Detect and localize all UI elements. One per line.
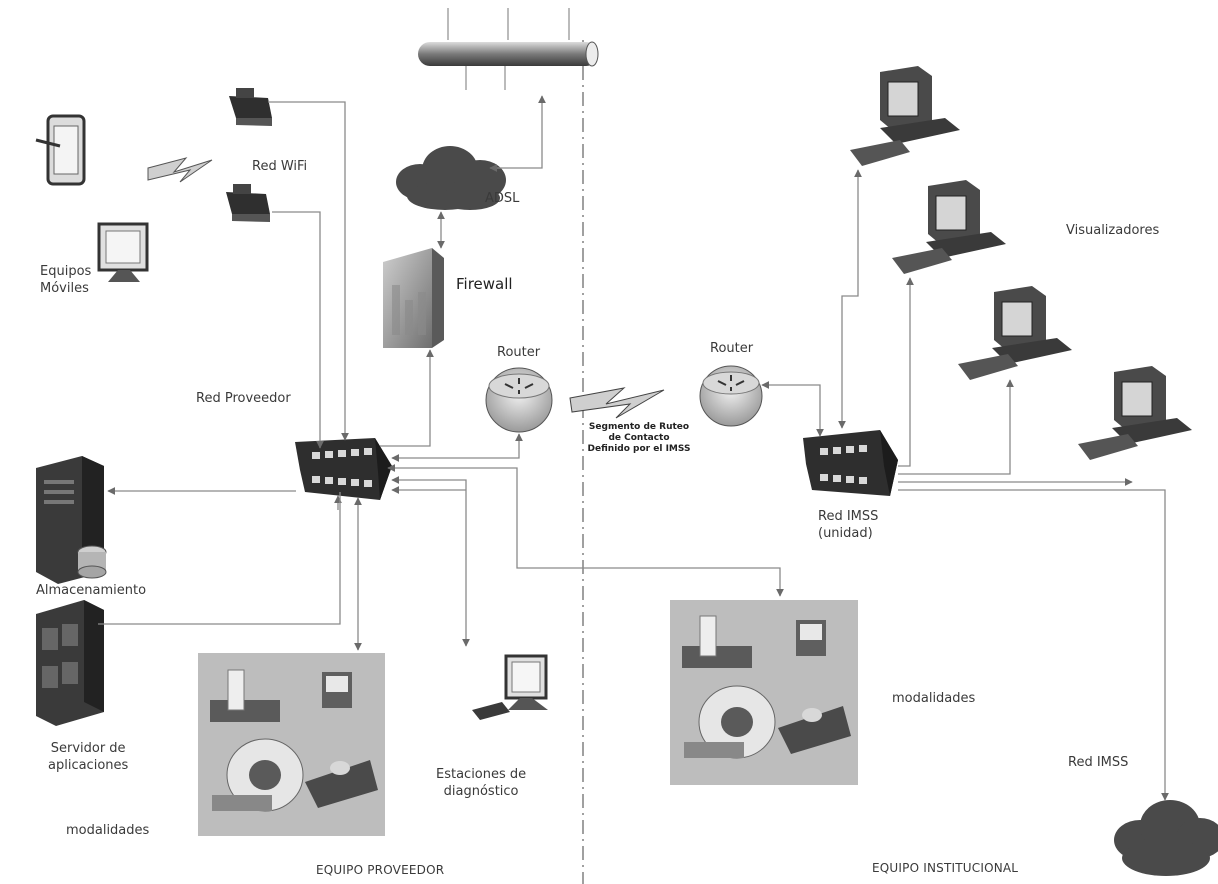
monitor-icon	[97, 222, 149, 282]
wireless-link-icon	[147, 157, 213, 183]
red-imss-unidad-label: Red IMSS (unidad)	[818, 509, 879, 541]
connection-lines	[98, 95, 1169, 801]
estaciones-diagnostico-label: Estaciones de diagnóstico	[436, 767, 527, 799]
equipo-proveedor-label: EQUIPO PROVEEDOR	[316, 863, 445, 877]
modalidades-right-label: modalidades	[892, 691, 976, 706]
viewer-workstation-icon	[892, 180, 1006, 274]
router-right-label: Router	[710, 341, 754, 356]
router-icon-right	[699, 365, 763, 427]
modalities-panel-left	[198, 653, 385, 836]
almacenamiento-label: Almacenamiento	[36, 583, 147, 598]
firewall-icon	[383, 248, 444, 348]
red-wifi-label: Red WiFi	[252, 159, 308, 174]
visualizadores-label: Visualizadores	[1066, 223, 1160, 238]
segmento-ruteo-label: Segmento de Ruteo de Contacto Definido p…	[587, 422, 691, 454]
servidor-aplicaciones-label: Servidor de aplicaciones	[48, 741, 129, 773]
diagnostic-workstation-icon	[472, 654, 548, 720]
wireless-link-icon	[569, 387, 665, 419]
wifi-access-point-icon	[226, 184, 270, 222]
equipo-institucional-label: EQUIPO INSTITUCIONAL	[872, 861, 1019, 875]
wifi-access-point-icon	[229, 88, 272, 126]
firewall-label: Firewall	[456, 275, 513, 293]
tablet-icon	[35, 114, 86, 186]
red-imss-label: Red IMSS	[1068, 755, 1129, 770]
switch-imss-icon	[803, 430, 898, 496]
viewer-workstation-icon	[850, 66, 960, 166]
internet-backbone-icon	[418, 8, 599, 90]
viewer-workstation-icon	[958, 286, 1072, 380]
viewer-workstation-icon	[1078, 366, 1192, 460]
adsl-cloud-icon	[396, 146, 506, 210]
router-icon-left	[485, 367, 553, 433]
red-imss-cloud-icon	[1114, 800, 1218, 876]
red-proveedor-label: Red Proveedor	[196, 391, 291, 406]
modalidades-left-label: modalidades	[66, 823, 150, 838]
adsl-label: ADSL	[485, 191, 520, 206]
storage-server-icon	[36, 456, 107, 584]
switch-provider-icon	[295, 438, 392, 500]
application-server-icon	[36, 600, 104, 726]
modalities-panel-right	[670, 600, 858, 785]
router-left-label: Router	[497, 345, 541, 360]
equipos-moviles-label: Equipos Móviles	[40, 264, 92, 296]
